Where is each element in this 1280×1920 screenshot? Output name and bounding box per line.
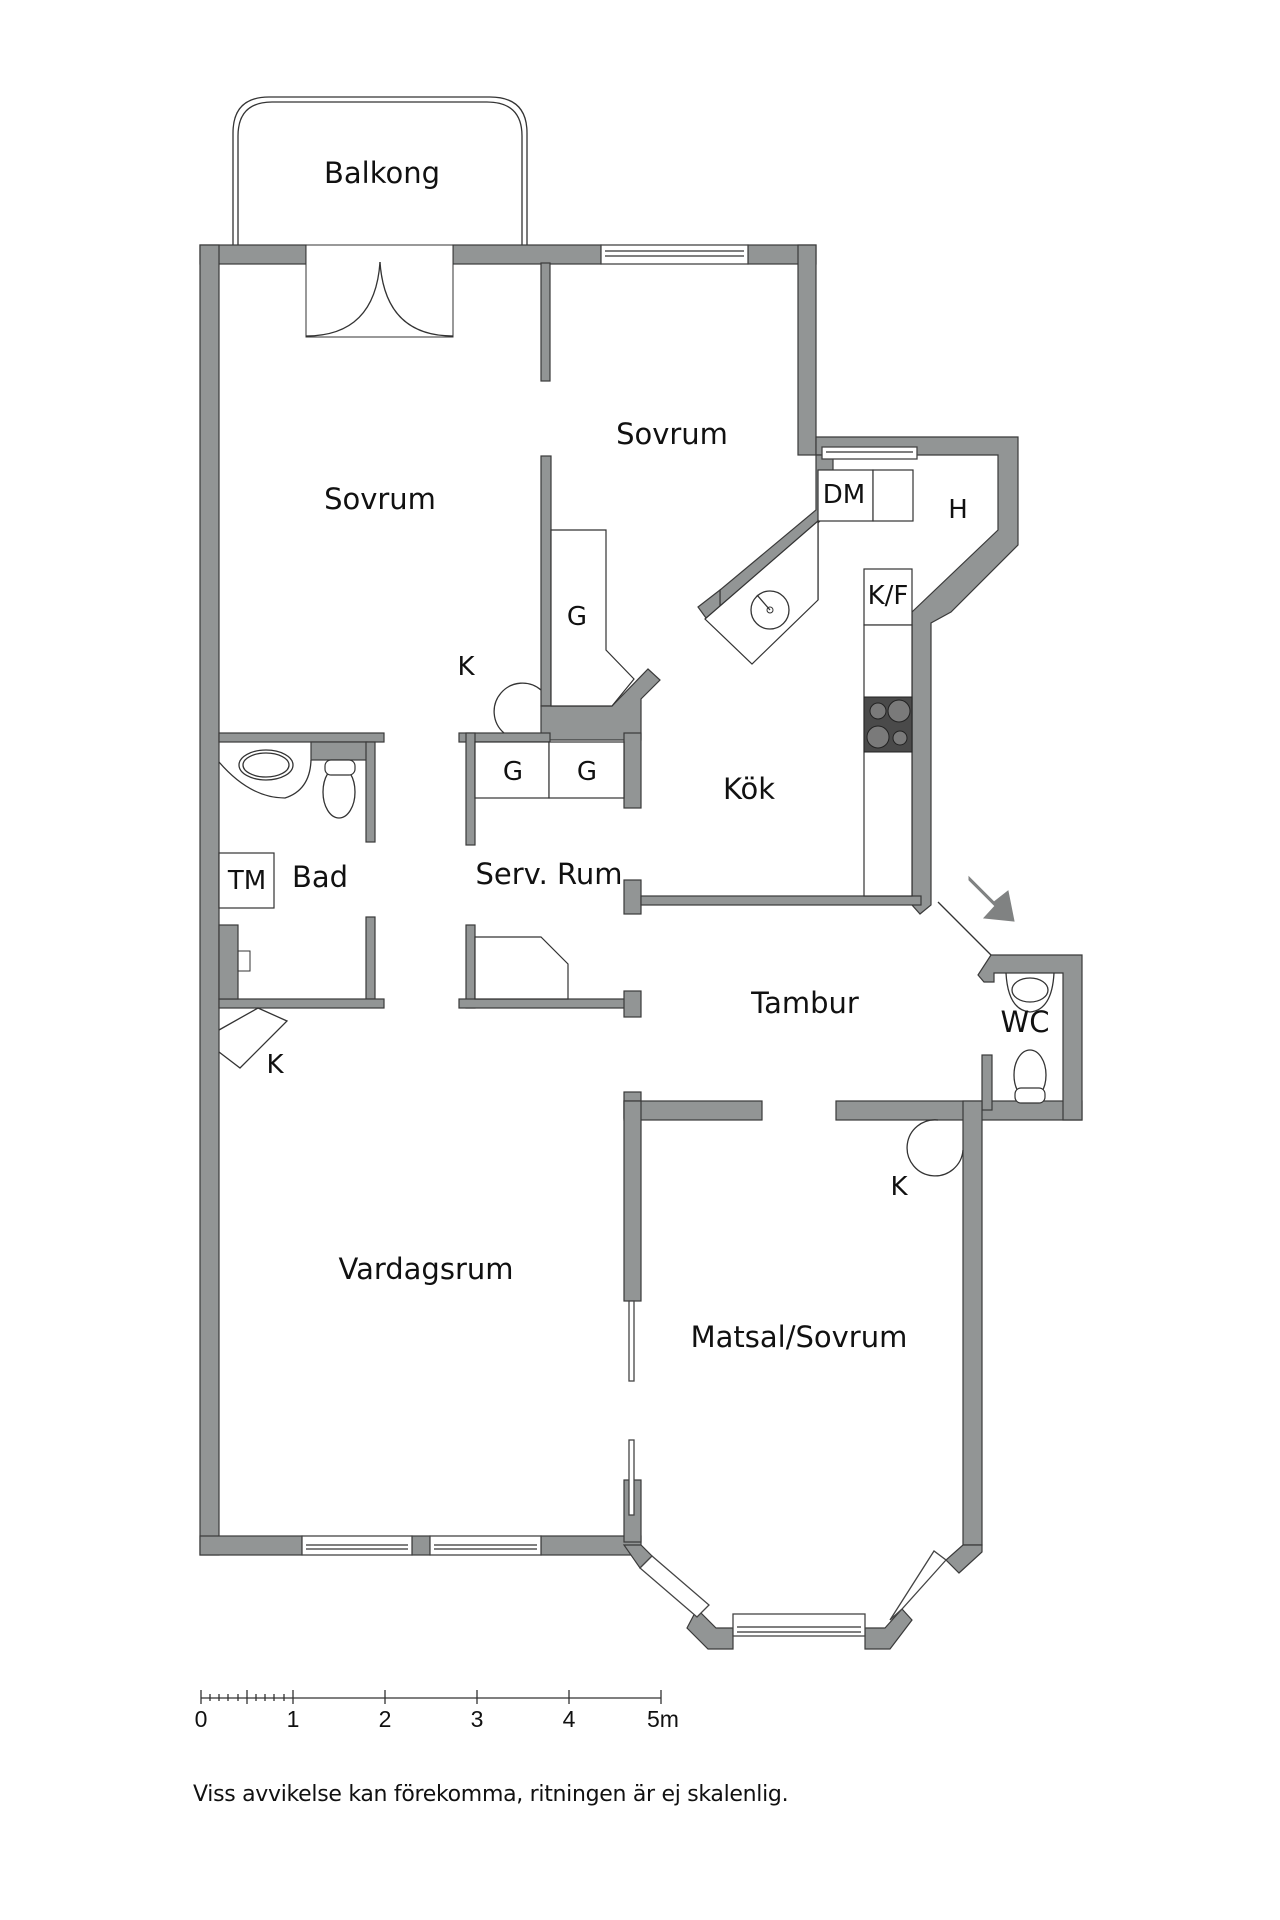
- fixture-labels: DM H K/F TM G G G K K K: [227, 480, 968, 1202]
- disclaimer-text: Viss avvikelse kan förekomma, ritningen …: [193, 1782, 789, 1807]
- label-g-kitchen: G: [567, 602, 587, 632]
- scale-tick-1: 1: [287, 1706, 300, 1732]
- scale-tick-0: 0: [195, 1706, 208, 1732]
- label-kf: K/F: [868, 581, 909, 611]
- label-serv-rum: Serv. Rum: [476, 857, 623, 891]
- kitchen-fixtures: [704, 469, 914, 897]
- label-tambur: Tambur: [750, 986, 859, 1020]
- scale-tick-3: 3: [471, 1706, 484, 1732]
- walls: [199, 244, 1083, 1650]
- label-wc: WC: [1001, 1005, 1050, 1039]
- bathroom-fixtures: [218, 749, 1055, 1104]
- scale-tick-4: 4: [563, 1706, 576, 1732]
- entrance[interactable]: [937, 875, 1015, 956]
- label-vardagsrum: Vardagsrum: [338, 1252, 513, 1286]
- closet-door-swings: [218, 682, 964, 1177]
- scale-tick-2: 2: [379, 1706, 392, 1732]
- entrance-arrow-icon: [968, 875, 1015, 922]
- label-bad: Bad: [292, 860, 348, 894]
- windows: [301, 244, 947, 1637]
- label-tm: TM: [227, 866, 266, 896]
- label-sovrum-right: Sovrum: [616, 417, 728, 451]
- label-sovrum-left: Sovrum: [324, 482, 436, 516]
- closets: [474, 529, 635, 1000]
- balcony-doors[interactable]: [305, 244, 454, 338]
- label-g-2: G: [577, 757, 597, 787]
- label-dm: DM: [823, 480, 865, 510]
- label-g-1: G: [503, 757, 523, 787]
- label-kok: Kök: [723, 772, 775, 806]
- label-matsal-sovrum: Matsal/Sovrum: [691, 1320, 908, 1354]
- balcony: [232, 96, 528, 245]
- label-k-matsal: K: [890, 1172, 908, 1202]
- label-h: H: [948, 495, 968, 525]
- scale-bar: 0 1 2 3 4 5m: [195, 1690, 679, 1732]
- room-labels: Balkong Sovrum Sovrum Kök Bad Serv. Rum …: [292, 156, 1050, 1354]
- label-k-vardagsrum: K: [266, 1050, 284, 1080]
- label-balkong: Balkong: [324, 156, 440, 190]
- scale-tick-5: 5m: [647, 1706, 679, 1732]
- label-k-sovrum: K: [457, 652, 475, 682]
